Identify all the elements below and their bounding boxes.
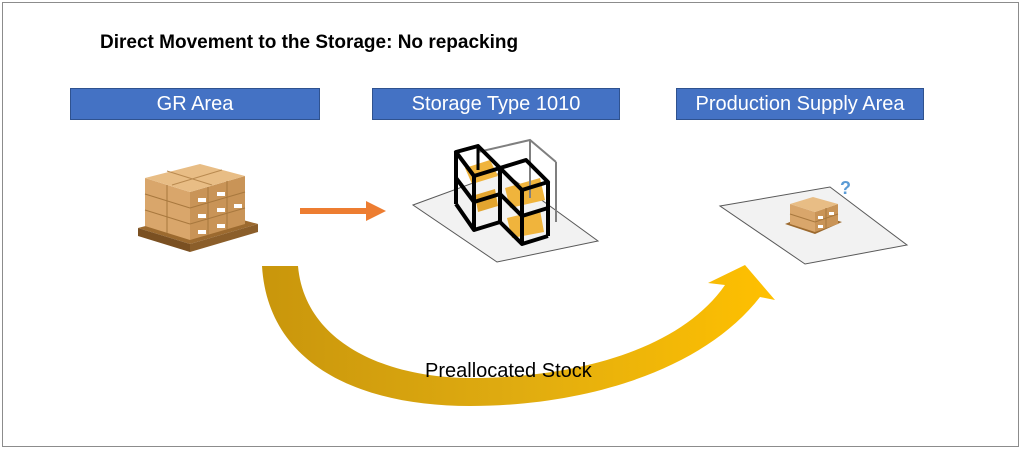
pallet-boxes-icon: [138, 164, 258, 252]
right-arrow-icon: [300, 201, 386, 221]
flow-caption: Preallocated Stock: [425, 360, 592, 382]
curved-arrow-icon: [262, 265, 775, 406]
diagram-title: Direct Movement to the Storage: No repac…: [100, 32, 519, 53]
question-mark: ?: [840, 178, 851, 198]
small-pallet-icon: [718, 186, 909, 265]
storage-rack-icon: [411, 138, 600, 263]
production-supply-area-label: Production Supply Area: [676, 88, 924, 120]
storage-type-label: Storage Type 1010: [372, 88, 620, 120]
gr-area-label: GR Area: [70, 88, 320, 120]
